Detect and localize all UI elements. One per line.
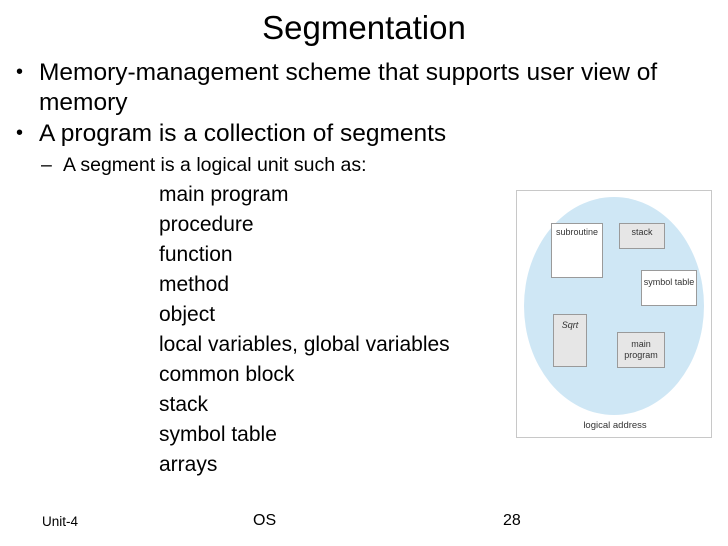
- bullet-item: A segment is a logical unit such as: mai…: [39, 152, 724, 480]
- list-item: arrays: [159, 453, 218, 476]
- bullet-list-level3: main program procedure function method o…: [63, 180, 724, 480]
- bullet-item: A program is a collection of segments A …: [8, 118, 724, 480]
- list-item: local variables, global variables: [159, 333, 450, 356]
- footer-page-number: 28: [503, 512, 521, 529]
- list-item: procedure: [159, 213, 254, 236]
- segment-box-subroutine: subroutine: [551, 223, 603, 278]
- bullet-item: Memory-management scheme that supports u…: [8, 57, 724, 118]
- list-item: main program: [159, 183, 289, 206]
- bullet-list-level1: Memory-management scheme that supports u…: [8, 57, 724, 480]
- list-item: stack: [159, 393, 209, 416]
- list-item: common block: [159, 363, 295, 386]
- segment-box-symbol-table: symbol table: [641, 270, 697, 306]
- logical-address-diagram: subroutine stack symbol table Sqrt main …: [516, 190, 712, 438]
- bullet-item-label: A program is a collection of segments: [39, 120, 447, 147]
- list-item: function: [159, 243, 233, 266]
- list-item: object: [159, 303, 216, 326]
- footer-unit-label: Unit-4: [42, 514, 79, 529]
- footer-course-label: OS: [253, 512, 277, 529]
- segment-box-main-program: main program: [617, 332, 665, 368]
- slide-body: Memory-management scheme that supports u…: [8, 57, 724, 481]
- page-title: Segmentation: [262, 9, 466, 46]
- segment-box-sqrt: Sqrt: [553, 314, 587, 367]
- segment-box-stack: stack: [619, 223, 665, 249]
- list-item: method: [159, 273, 230, 296]
- slide-footer: Unit-4 OS 28: [0, 510, 728, 546]
- bullet-item-label: A segment is a logical unit such as:: [63, 154, 367, 176]
- list-item: symbol table: [159, 423, 277, 446]
- diagram-caption: logical address: [583, 420, 647, 431]
- bullet-list-level2: A segment is a logical unit such as: mai…: [39, 152, 724, 480]
